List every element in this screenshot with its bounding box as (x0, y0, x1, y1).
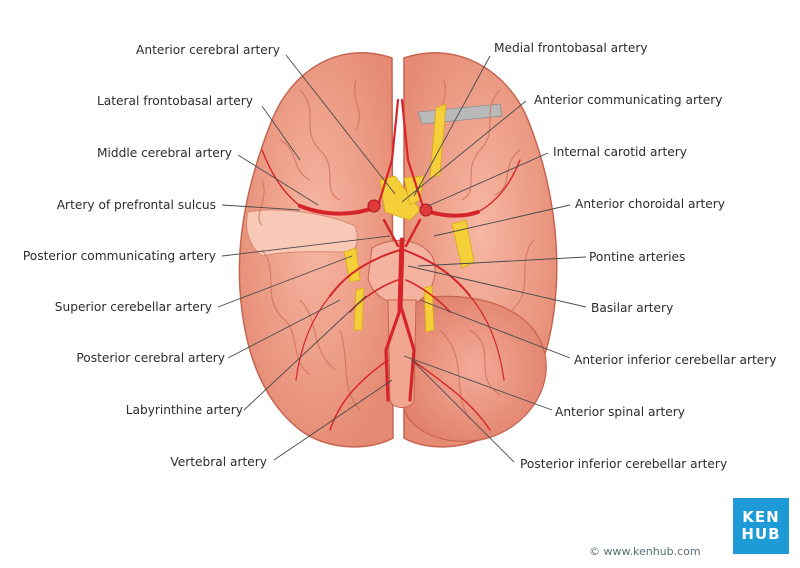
label-superior-cerebellar-artery: Superior cerebellar artery (54, 300, 212, 314)
logo-line-1: KEN (742, 508, 780, 526)
cranial-nerves (343, 103, 475, 333)
label-internal-carotid-artery: Internal carotid artery (553, 145, 687, 159)
logo-line-2: HUB (741, 525, 781, 543)
label-anterior-communicating-artery: Anterior communicating artery (534, 93, 723, 107)
label-anterior-cerebral-artery: Anterior cerebral artery (136, 43, 280, 57)
label-pontine-arteries: Pontine arteries (589, 250, 686, 264)
label-anterior-spinal-artery: Anterior spinal artery (555, 405, 685, 419)
cerebellum (403, 295, 547, 442)
copyright-credit: © www.kenhub.com (589, 545, 701, 558)
label-lateral-frontobasal-artery: Lateral frontobasal artery (97, 94, 253, 108)
label-labyrinthine-artery: Labyrinthine artery (125, 403, 243, 417)
label-artery-of-prefrontal-sulcus: Artery of prefrontal sulcus (56, 198, 216, 212)
icl-circle (367, 199, 381, 213)
label-basilar-artery: Basilar artery (591, 301, 674, 315)
leader-lines (217, 54, 587, 463)
label-posterior-inferior-cerebellar-artery: Posterior inferior cerebellar artery (520, 457, 728, 471)
label-anterior-choroidal-artery: Anterior choroidal artery (575, 197, 725, 211)
gyri (258, 79, 535, 421)
label-posterior-cerebral-artery: Posterior cerebral artery (76, 351, 225, 365)
label-vertebral-artery: Vertebral artery (170, 455, 267, 469)
kenhub-logo: KEN HUB (733, 498, 789, 554)
label-anterior-inferior-cerebellar-artery: Anterior inferior cerebellar artery (574, 353, 777, 367)
label-middle-cerebral-artery: Middle cerebral artery (96, 146, 232, 160)
icr-circle (419, 203, 433, 217)
label-medial-frontobasal-artery: Medial frontobasal artery (494, 41, 648, 55)
label-posterior-communicating-artery: Posterior communicating artery (22, 249, 216, 263)
